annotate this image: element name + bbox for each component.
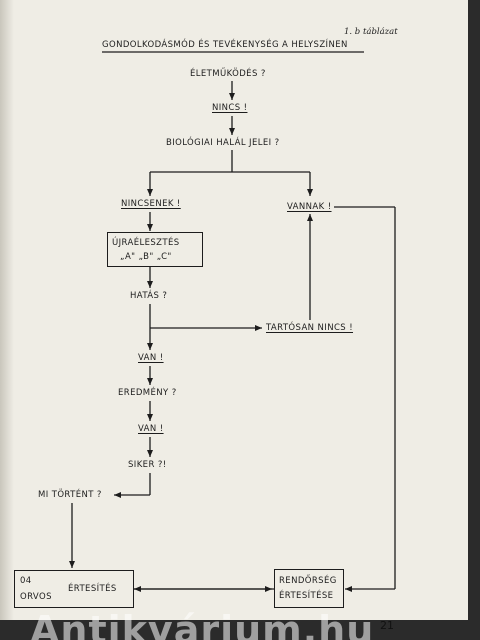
node-biologiai: BIOLÓGIAI HALÁL JELEI ? bbox=[166, 138, 280, 148]
node-siker: SIKER ?! bbox=[128, 460, 167, 470]
book-spine-shadow bbox=[0, 0, 14, 620]
node-hatas: HATÁS ? bbox=[130, 291, 168, 301]
node-tartosan-nincs: TARTÓSAN NINCS ! bbox=[266, 323, 354, 333]
node-van-2: VAN ! bbox=[138, 424, 164, 434]
node-rendorseg-line2: ÉRTESÍTÉSE bbox=[279, 591, 334, 601]
node-nincsenek: NINCSENEK ! bbox=[121, 199, 181, 209]
node-orvos-code: 04 bbox=[20, 576, 32, 586]
node-vannak: VANNAK ! bbox=[287, 202, 332, 212]
box-ujraelesztes bbox=[107, 232, 203, 267]
node-nincs: NINCS ! bbox=[212, 103, 248, 113]
node-mi-tortent: MI TÖRTÉNT ? bbox=[38, 490, 102, 500]
page-title: GONDOLKODÁSMÓD ÉS TEVÉKENYSÉG A HELYSZÍN… bbox=[102, 40, 348, 50]
node-eletmukodes: ÉLETMŰKÖDÉS ? bbox=[190, 69, 266, 79]
node-van-1: VAN ! bbox=[138, 353, 164, 363]
node-ertesites: ÉRTESÍTÉS bbox=[68, 584, 117, 594]
paper-sheet bbox=[0, 0, 468, 620]
node-orvos: ORVOS bbox=[20, 592, 52, 602]
page-number: 21 bbox=[380, 619, 394, 632]
node-rendorseg-line1: RENDŐRSÉG bbox=[279, 576, 337, 586]
node-eredmeny: EREDMÉNY ? bbox=[118, 388, 177, 398]
node-ujraelesztes-line1: ÚJRAÉLESZTÉS bbox=[112, 238, 180, 248]
node-ujraelesztes-line2: „A" „B" „C" bbox=[120, 252, 172, 262]
watermark-text: Antikvárium.hu bbox=[30, 608, 375, 640]
box-orvos-ertesites bbox=[14, 570, 134, 608]
table-label: 1. b táblázat bbox=[344, 27, 398, 37]
box-rendorseg-ertesitese bbox=[274, 569, 344, 608]
